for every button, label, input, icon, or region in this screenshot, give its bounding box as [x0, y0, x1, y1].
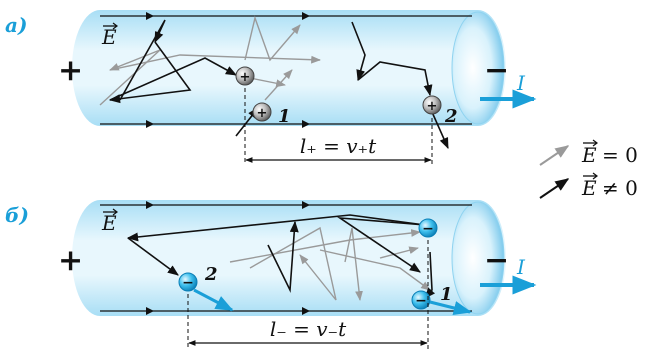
legend-item-field-zero: E = 0: [539, 139, 638, 167]
positive-ion-1: +: [252, 102, 272, 122]
field-line-arrow: [302, 120, 310, 128]
position-marker-1-a: 1: [278, 106, 291, 127]
positive-terminal-a: +: [58, 53, 83, 88]
field-line-arrow: [146, 120, 154, 128]
conductor-tube-a: [72, 10, 506, 126]
negative-terminal-b: −: [484, 243, 509, 278]
electron-2: −: [178, 272, 198, 292]
electron-sign: −: [422, 221, 434, 237]
electron-1: −: [411, 290, 431, 310]
legend-relation: ≠ 0: [602, 176, 638, 200]
field-line-arrow: [302, 201, 310, 209]
positive-ion-2: +: [422, 95, 442, 115]
panel-a: а) E + − I: [5, 10, 537, 165]
thermal-motion-gray-a: [99, 15, 321, 106]
ion-sign: +: [257, 106, 268, 121]
vector-bar-tip: [592, 172, 598, 180]
field-symbol-b: E: [101, 211, 117, 235]
ion-sign: +: [427, 99, 438, 114]
position-marker-1-b: 1: [440, 284, 453, 305]
panel-b-label: б): [5, 203, 29, 227]
legend-gray-arrow: [539, 145, 570, 166]
vector-bar-tip: [592, 139, 598, 147]
ion-sign: +: [240, 70, 251, 85]
panel-a-label: а): [5, 13, 27, 37]
field-line-arrow: [302, 12, 310, 20]
electron-drift-arrow: [429, 300, 472, 316]
thermal-motion-gray-b: [229, 226, 431, 301]
legend-item-field-nonzero: E ≠ 0: [539, 172, 638, 200]
field-line-arrow: [146, 307, 154, 315]
legend-field-symbol: E: [581, 143, 597, 167]
current-label-b: I: [516, 255, 526, 279]
electron-sign: −: [182, 275, 194, 291]
current-label-a: I: [516, 71, 526, 95]
legend-relation: = 0: [602, 143, 638, 167]
electron-sign: −: [415, 293, 427, 309]
field-line-arrow: [146, 12, 154, 20]
distance-formula-a: l₊ = v₊t: [300, 134, 377, 158]
positive-terminal-b: +: [58, 243, 83, 278]
field-symbol-a: E: [101, 25, 117, 49]
field-line-arrow: [302, 307, 310, 315]
position-marker-2-b: 2: [204, 264, 218, 285]
vector-bar-tip: [112, 208, 118, 216]
panel-b: б) E + − I: [5, 200, 537, 350]
vector-bar-tip: [112, 22, 118, 30]
legend-field-symbol: E: [581, 176, 597, 200]
electron-drift-arrow: [193, 288, 234, 312]
electron: −: [418, 218, 438, 238]
positive-ion: +: [235, 66, 255, 86]
negative-terminal-a: −: [484, 53, 509, 88]
conductor-end-a: [451, 11, 505, 125]
position-marker-2-a: 2: [444, 106, 458, 127]
field-line-arrow: [146, 201, 154, 209]
distance-formula-b: l₋ = v₋t: [270, 317, 347, 341]
legend-black-arrow: [539, 178, 570, 199]
legend: E = 0 E ≠ 0: [539, 139, 638, 200]
